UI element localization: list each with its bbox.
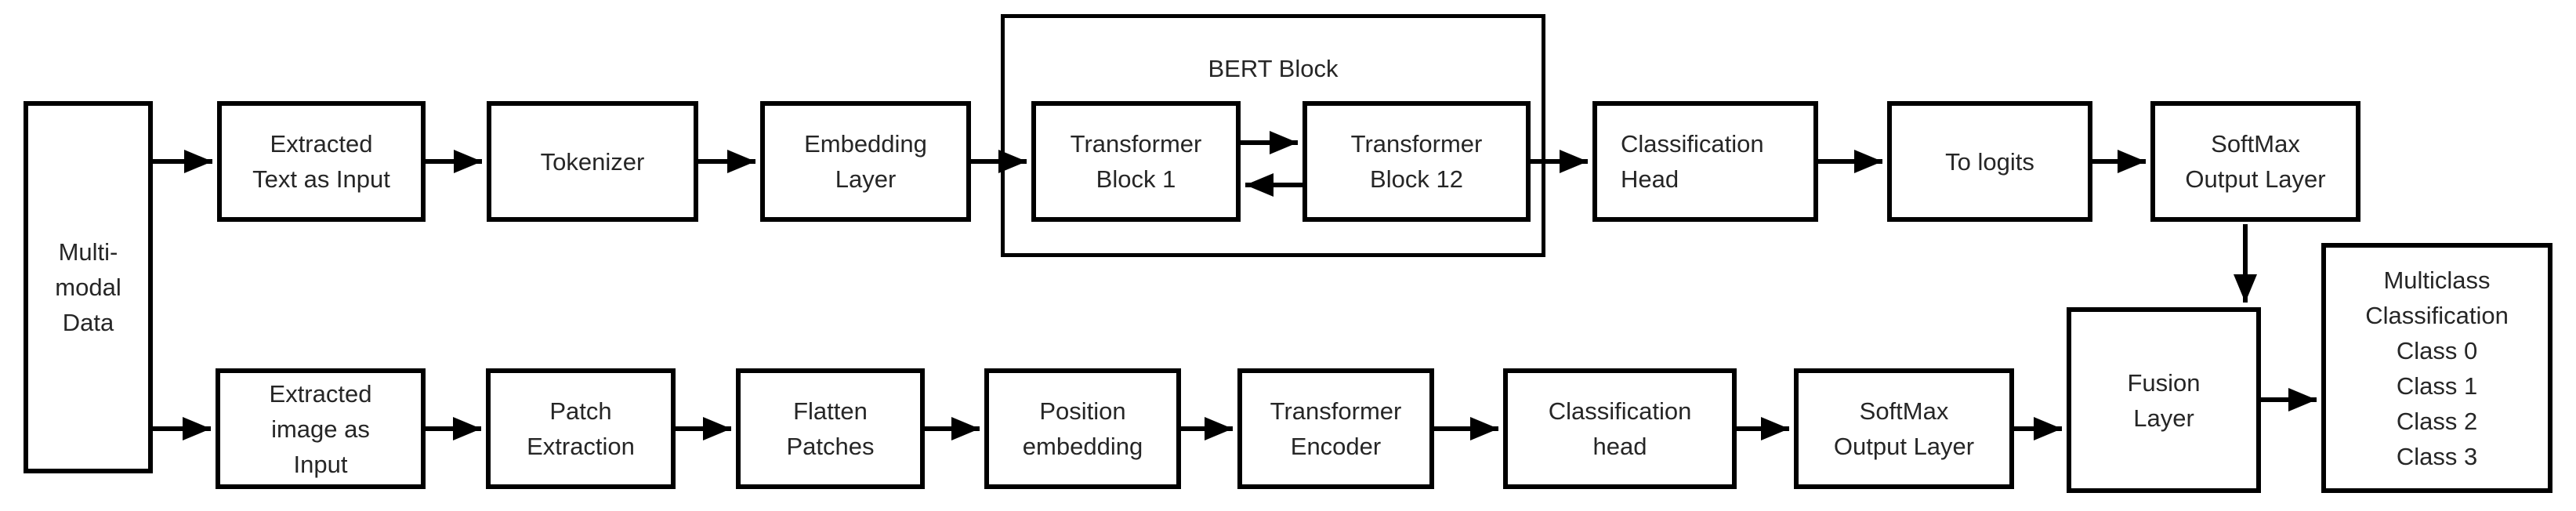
label-line: Fusion xyxy=(2127,368,2201,397)
node-embedding-layer: Embedding Layer xyxy=(760,101,971,222)
node-flatten-patches: Flatten Patches xyxy=(736,368,925,489)
node-multimodal-data: Multi- modal Data xyxy=(24,101,153,473)
label-line: Position xyxy=(1039,397,1126,425)
label-line: Block 12 xyxy=(1370,165,1463,193)
node-fusion-layer: Fusion Layer xyxy=(2067,307,2261,493)
node-transformer-encoder: Transformer Encoder xyxy=(1237,368,1434,489)
label-line: Class 3 xyxy=(2396,442,2478,470)
label-line: Input xyxy=(293,450,348,478)
label-line: embedding xyxy=(1022,433,1143,460)
label-line: image as xyxy=(271,415,370,443)
label-line: SoftMax xyxy=(2211,130,2300,158)
label-line: SoftMax xyxy=(1859,397,1949,425)
label-line: Class 1 xyxy=(2396,371,2478,400)
label-line: modal xyxy=(55,274,121,301)
node-tokenizer: Tokenizer xyxy=(487,101,698,222)
node-extracted-text: Extracted Text as Input xyxy=(217,101,426,222)
node-classification-head-top: Classification Head xyxy=(1592,101,1818,222)
label-line: Classification xyxy=(1621,130,1764,158)
label-line: Patch xyxy=(549,397,612,425)
node-multiclass-classification: Multiclass Classification Class 0 Class … xyxy=(2321,243,2552,493)
label-line: Block 1 xyxy=(1096,165,1176,193)
label-line: To logits xyxy=(1945,147,2034,176)
label-line: Class 2 xyxy=(2396,407,2478,435)
label-line: Text as Input xyxy=(252,165,390,193)
node-to-logits: To logits xyxy=(1887,101,2092,222)
label-line: Encoder xyxy=(1290,433,1382,460)
label-line: Patches xyxy=(786,433,875,460)
label-line: Extraction xyxy=(527,433,635,460)
bert-block-title: BERT Block xyxy=(1208,55,1339,82)
label-line: Classification xyxy=(2365,301,2509,329)
label-line: Extracted xyxy=(270,130,373,158)
node-extracted-image: Extracted image as Input xyxy=(216,368,426,489)
node-patch-extraction: Patch Extraction xyxy=(486,368,676,489)
label-line: Output Layer xyxy=(2185,165,2326,193)
label-line: Transformer xyxy=(1070,130,1202,158)
label-line: Layer xyxy=(835,165,897,193)
label-line: head xyxy=(1592,433,1647,460)
label-line: Classification xyxy=(1548,397,1692,425)
node-position-embedding: Position embedding xyxy=(984,368,1181,489)
label-line: Class 0 xyxy=(2396,336,2478,364)
label-line: Extracted xyxy=(269,379,372,408)
node-softmax-output-top: SoftMax Output Layer xyxy=(2150,101,2360,222)
label-line: Flatten xyxy=(793,397,868,425)
label-line: Data xyxy=(62,309,114,336)
label-line: Tokenizer xyxy=(540,147,645,176)
node-classification-head-bottom: Classification head xyxy=(1503,368,1737,489)
label-line: Transformer xyxy=(1270,397,1402,425)
node-transformer-block-12: Transformer Block 12 xyxy=(1302,101,1531,222)
label-line: Multiclass xyxy=(2383,266,2491,294)
label-line: Head xyxy=(1621,165,1679,193)
label-line: Layer xyxy=(2133,404,2194,432)
label-line: Multi- xyxy=(58,238,118,266)
label-line: Output Layer xyxy=(1833,433,1975,460)
label-line: Transformer xyxy=(1350,130,1483,158)
node-softmax-output-bottom: SoftMax Output Layer xyxy=(1794,368,2014,489)
node-transformer-block-1: Transformer Block 1 xyxy=(1031,101,1241,222)
label-line: Embedding xyxy=(804,130,927,158)
